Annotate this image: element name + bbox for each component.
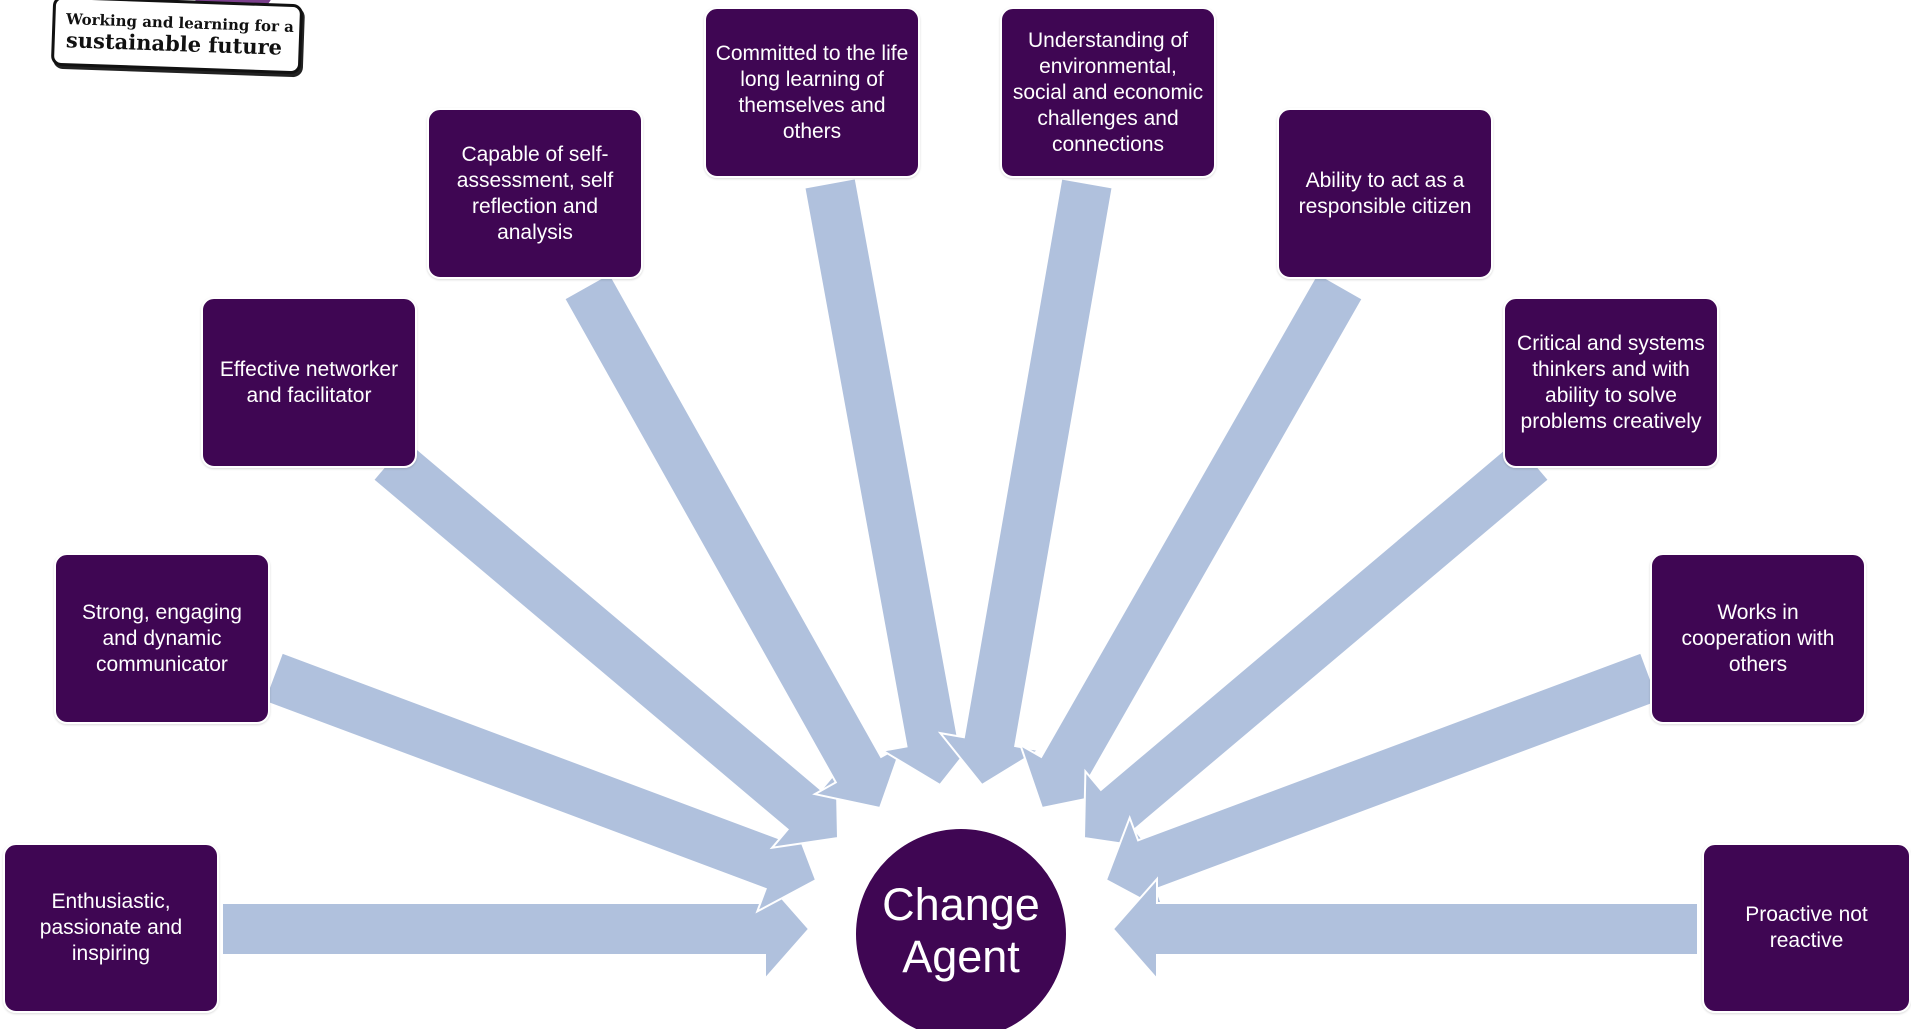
arrow-networker xyxy=(371,438,840,850)
attribute-box-networker: Effective networker and facilitator xyxy=(201,297,417,468)
attribute-label: Critical and systems thinkers and with a… xyxy=(1517,331,1705,433)
arrow-citizen xyxy=(1018,271,1364,810)
sustainable-future-logo: Working and learning for a sustainable f… xyxy=(50,0,304,76)
arrow-understanding xyxy=(937,177,1114,787)
attribute-label: Proactive not reactive xyxy=(1745,903,1868,952)
attribute-label: Understanding of environmental, social a… xyxy=(1012,28,1204,156)
attribute-label: Works in cooperation with others xyxy=(1681,600,1835,676)
attribute-box-systems-thinkers: Critical and systems thinkers and with a… xyxy=(1503,297,1719,468)
change-agent-circle: Change Agent xyxy=(854,827,1068,1029)
arrow-cooperation xyxy=(1104,651,1661,914)
arrow-systems-thinkers xyxy=(1082,438,1551,850)
attribute-box-cooperation: Works in cooperation with others xyxy=(1650,553,1866,724)
arrow-proactive xyxy=(1111,876,1699,982)
attribute-box-lifelong-learning: Committed to the life long learning of t… xyxy=(704,7,920,178)
attribute-label: Effective networker and facilitator xyxy=(219,357,399,407)
attribute-box-self-assessment: Capable of self-assessment, self reflect… xyxy=(427,108,643,279)
attribute-box-understanding: Understanding of environmental, social a… xyxy=(1000,7,1216,178)
attribute-label: Strong, engaging and dynamic communicato… xyxy=(82,600,242,676)
arrow-enthusiastic xyxy=(221,876,811,982)
arrow-communicator xyxy=(262,651,818,914)
attribute-box-citizen: Ability to act as a responsible citizen xyxy=(1277,108,1493,279)
center-title-line1: Change xyxy=(882,879,1040,930)
arrow-self-assessment xyxy=(562,271,904,810)
attribute-label: Ability to act as a responsible citizen xyxy=(1298,168,1472,218)
attribute-box-enthusiastic: Enthusiastic, passionate and inspiring xyxy=(3,843,219,1013)
attribute-label: Enthusiastic, passionate and inspiring xyxy=(39,890,183,965)
attribute-box-communicator: Strong, engaging and dynamic communicato… xyxy=(54,553,270,724)
attribute-label: Committed to the life long learning of t… xyxy=(715,41,909,143)
attribute-label: Capable of self-assessment, self reflect… xyxy=(456,142,614,244)
attribute-box-proactive: Proactive not reactive xyxy=(1702,843,1911,1013)
center-title-line2: Agent xyxy=(902,931,1020,982)
